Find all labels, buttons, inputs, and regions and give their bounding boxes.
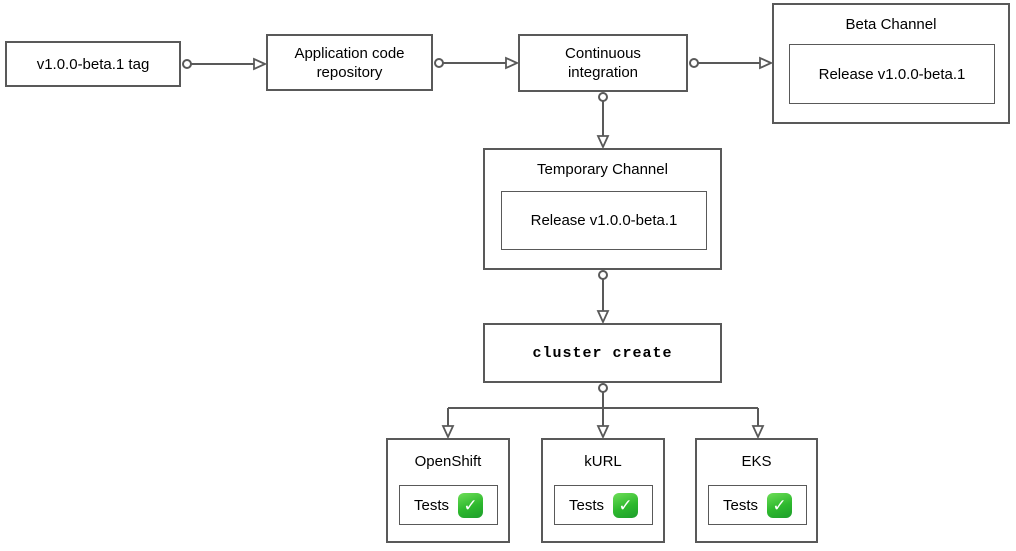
node-continuous-integration: Continuous integration [518, 34, 688, 92]
temporary-channel-release-label: Release v1.0.0-beta.1 [530, 212, 678, 229]
platform-eks-tests-box: Tests ✓ [708, 485, 807, 525]
tests-label: Tests [413, 496, 449, 514]
node-version-tag: v1.0.0-beta.1 tag [5, 41, 181, 87]
connector-cluster-create-to-platforms [441, 383, 765, 440]
node-app-repo: Application code repository [266, 34, 433, 91]
connector-temp-channel-to-cluster-create [596, 270, 610, 325]
node-version-tag-label: v1.0.0-beta.1 tag [36, 55, 150, 73]
platform-kurl-tests-row: Tests ✓ [568, 492, 638, 518]
tests-label: Tests [568, 496, 604, 514]
connector-repo-to-ci [434, 56, 520, 70]
check-icon: ✓ [767, 492, 792, 518]
check-icon: ✓ [458, 492, 483, 518]
node-platform-eks: EKS Tests ✓ [695, 438, 818, 543]
platform-openshift-tests-box: Tests ✓ [399, 485, 498, 525]
temporary-channel-release-box: Release v1.0.0-beta.1 [501, 191, 707, 250]
node-continuous-integration-label: Continuous integration [565, 45, 641, 81]
beta-channel-title: Beta Channel [845, 16, 937, 33]
check-icon: ✓ [613, 492, 638, 518]
platform-openshift-tests-row: Tests ✓ [413, 492, 483, 518]
connector-ci-to-temp-channel [596, 92, 610, 150]
node-cluster-create-label: cluster create [532, 344, 673, 362]
platform-eks-tests-row: Tests ✓ [722, 492, 792, 518]
node-platform-openshift: OpenShift Tests ✓ [386, 438, 510, 543]
connector-tag-to-repo [182, 57, 268, 71]
connector-ci-to-beta-channel [689, 56, 774, 70]
node-beta-channel: Beta Channel Release v1.0.0-beta.1 [772, 3, 1010, 124]
platform-kurl-tests-box: Tests ✓ [554, 485, 653, 525]
node-platform-kurl: kURL Tests ✓ [541, 438, 665, 543]
platform-openshift-title: OpenShift [414, 453, 482, 470]
temporary-channel-title: Temporary Channel [537, 161, 668, 178]
node-app-repo-label: Application code repository [294, 44, 405, 81]
node-temporary-channel: Temporary Channel Release v1.0.0-beta.1 [483, 148, 722, 270]
platform-kurl-title: kURL [584, 453, 622, 470]
node-cluster-create: cluster create [483, 323, 722, 383]
platform-eks-title: EKS [741, 453, 772, 470]
beta-channel-release-box: Release v1.0.0-beta.1 [789, 44, 995, 104]
tests-label: Tests [722, 496, 758, 514]
beta-channel-release-label: Release v1.0.0-beta.1 [818, 65, 966, 83]
